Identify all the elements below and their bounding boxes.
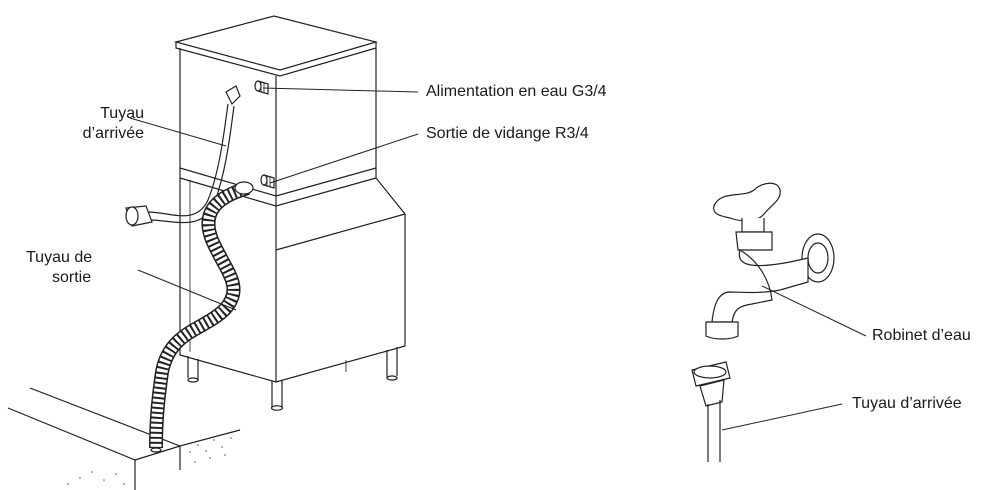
label-drain-hose: Tuyau de sortie xyxy=(26,248,92,288)
label-drain-outlet: Sortie de vidange R3/4 xyxy=(426,125,589,142)
label-water-supply: Alimentation en eau G3/4 xyxy=(426,83,607,100)
leader-inlet-hose-left xyxy=(129,117,227,147)
leader-water-tap xyxy=(761,285,867,337)
inlet-hose-left xyxy=(125,85,241,227)
label-drain-hose-line2: sortie xyxy=(52,269,92,286)
water-supply-fitting xyxy=(254,80,269,95)
floor-drain-step xyxy=(7,387,241,490)
label-inlet-hose-left-line2: d’arrivée xyxy=(82,125,144,142)
water-tap xyxy=(705,182,835,340)
label-inlet-hose-right: Tuyau d’arrivée xyxy=(852,395,962,412)
drain-outlet-fitting xyxy=(260,174,275,189)
leader-drain-hose xyxy=(137,269,237,311)
leader-water-supply xyxy=(262,87,419,93)
label-inlet-hose-left: Tuyau d’arrivée xyxy=(44,104,144,144)
drain-hose xyxy=(149,181,254,453)
leader-inlet-hose-right xyxy=(721,403,843,431)
machine-body xyxy=(173,15,406,411)
inlet-hose-right xyxy=(691,361,731,462)
label-drain-hose-line1: Tuyau de xyxy=(26,249,93,266)
label-inlet-hose-left-line1: Tuyau xyxy=(100,105,144,122)
leader-lines xyxy=(129,87,867,431)
leader-drain-outlet xyxy=(269,133,419,184)
label-water-tap: Robinet d’eau xyxy=(872,327,971,344)
